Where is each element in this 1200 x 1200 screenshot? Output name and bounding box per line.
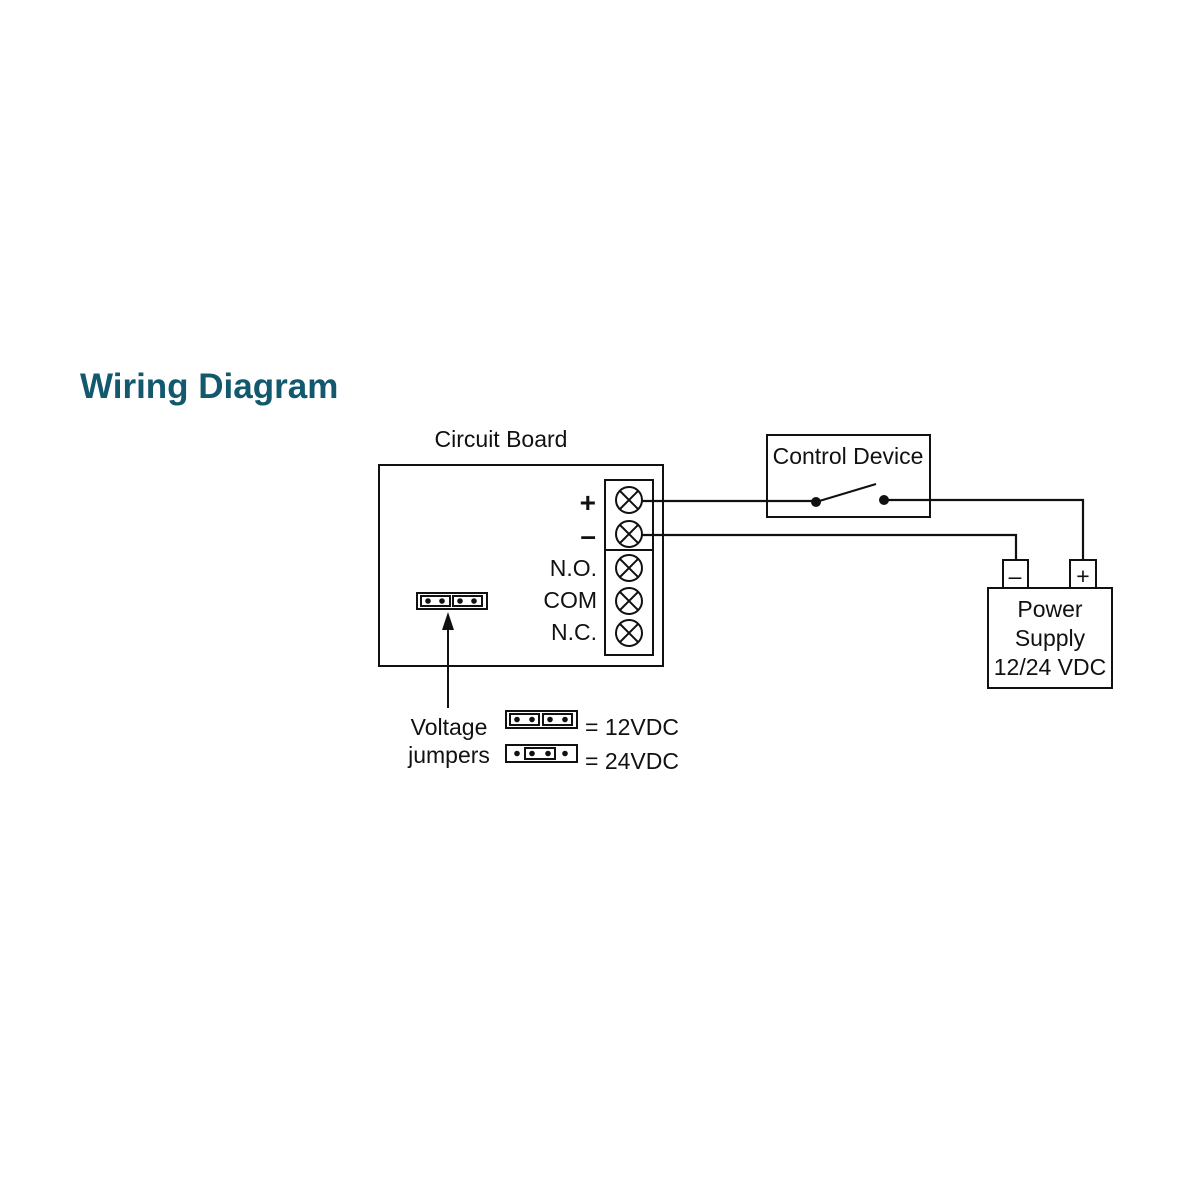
terminal-screw-com [615, 587, 643, 615]
voltage-jumper-legend: Voltage jumpers = 12VDC = 24VDC [407, 710, 679, 774]
circuit-board-outline [378, 464, 664, 667]
terminal-screw-nc [615, 619, 643, 647]
power-supply-label-line2: Supply [1015, 625, 1086, 651]
board-jumper-header [416, 592, 488, 610]
control-device: Control Device [766, 434, 931, 518]
control-device-outline [766, 434, 931, 518]
power-supply-label-line3: 12/24 VDC [994, 654, 1107, 680]
control-device-label: Control Device [773, 443, 924, 469]
wire-minus-to-psu-minus [642, 533, 1018, 560]
legend-caption-line1: Voltage [411, 714, 488, 740]
jumper-24vdc-icon [505, 744, 578, 763]
terminal-label-plus: + [580, 487, 596, 518]
pos-terminal-label: + [1076, 563, 1089, 589]
terminal-label-com: COM [543, 587, 597, 613]
power-supply-label-line1: Power [1017, 596, 1083, 622]
terminal-screw-no [615, 554, 643, 582]
power-supply-outline [987, 587, 1113, 689]
terminal-label-no: N.O. [550, 555, 597, 581]
terminal-label-minus: – [580, 520, 596, 551]
legend-caption-line2: jumpers [407, 742, 490, 768]
page-title: Wiring Diagram [80, 367, 339, 406]
circuit-board: Circuit Board + – N.O. COM N.C. [378, 426, 664, 667]
terminal-screw-minus [615, 520, 643, 548]
neg-terminal-label: – [1009, 563, 1022, 589]
legend-option-24vdc: = 24VDC [585, 748, 679, 774]
terminal-label-nc: N.C. [551, 619, 597, 645]
terminal-screw-plus [615, 486, 643, 514]
terminal-block [604, 479, 654, 656]
legend-option-12vdc: = 12VDC [585, 714, 679, 740]
power-supply: – + Power Supply 12/24 VDC [987, 559, 1113, 689]
circuit-board-label: Circuit Board [435, 426, 568, 452]
jumper-pointer-arrow [442, 612, 454, 708]
jumper-12vdc-icon [505, 710, 578, 729]
switch-symbol [811, 482, 889, 507]
wire-switch-to-psu-plus [884, 498, 1085, 560]
